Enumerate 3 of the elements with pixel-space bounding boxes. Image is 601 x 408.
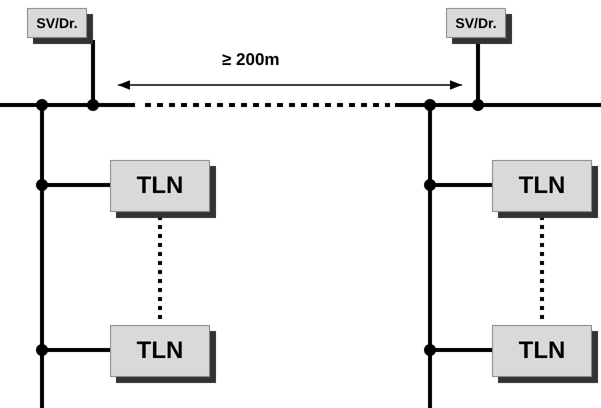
distance-label: ≥ 200m: [222, 50, 280, 70]
dotted-connector: [540, 216, 544, 321]
dotted-connector: [158, 216, 162, 321]
